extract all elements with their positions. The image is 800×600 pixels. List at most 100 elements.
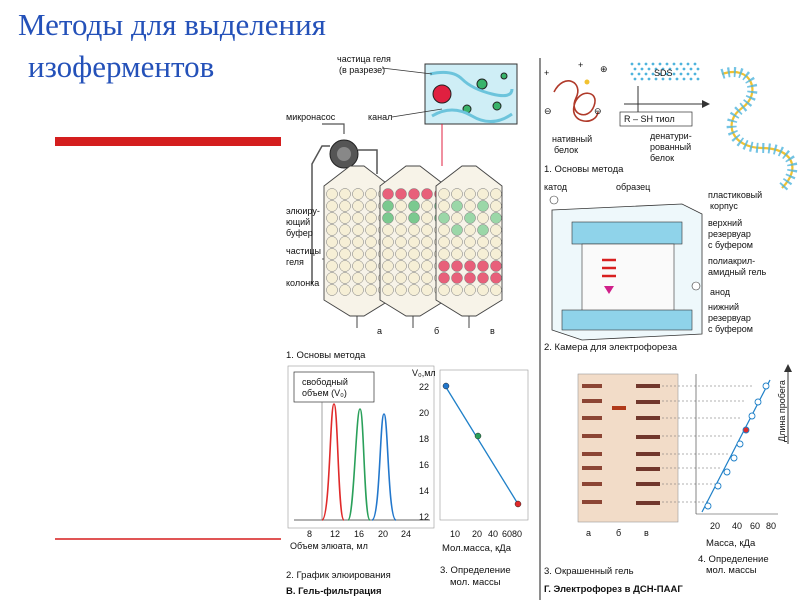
- mass-caption-1: 3. Определение: [440, 565, 511, 576]
- gel-band: [582, 466, 722, 471]
- denatured-label-1: денатури-: [650, 131, 692, 141]
- native-protein-coil: [553, 80, 599, 122]
- gel-filtration-panel: частица геля (в разрезе) канал микронасо…: [286, 54, 529, 597]
- sds-molecules: [630, 62, 700, 81]
- column-label: колонка: [286, 278, 319, 288]
- gel-filtration-section-title: В. Гель-фильтрация: [286, 586, 382, 597]
- gel-band: [582, 452, 728, 456]
- mass-ytick-1: 22: [419, 382, 429, 392]
- sds-page-panel: ++⊕⊖⊖ нативный белок SDS R – SH тиол ден…: [544, 60, 798, 595]
- void-volume-label-1: свободный: [302, 377, 348, 387]
- sds-section-title: Г. Электрофорез в ДСН-ПААГ: [544, 584, 683, 595]
- mass-xtick-1: 10: [450, 529, 460, 539]
- stained-gel: [577, 373, 679, 523]
- sds-mass-point: [742, 426, 750, 434]
- sds-caption-2: 2. Камера для электрофореза: [544, 342, 678, 353]
- mass-xtick-4: 6080: [502, 529, 522, 539]
- title-line-1: Методы для выделения: [18, 7, 326, 42]
- electrophoresis-chamber: [549, 195, 703, 341]
- upper-label-2: резервуар: [708, 229, 751, 239]
- native-label-2: белок: [554, 145, 578, 155]
- channel-label: канал: [368, 112, 392, 122]
- column-letter-v: в: [490, 326, 495, 336]
- peak-blue: [371, 413, 397, 521]
- sds-xtick-4: 80: [766, 521, 776, 531]
- plastic-label-1: пластиковый: [708, 190, 762, 200]
- eluting-buffer-label-2: ющий: [286, 217, 310, 227]
- slide-title: Методы для выделения изоферментов: [18, 4, 326, 88]
- gel-lane-a: а: [586, 528, 591, 538]
- gel-lane-v: в: [644, 528, 649, 538]
- title-line-2: изоферментов: [28, 49, 215, 84]
- red-divider-bar: [55, 137, 281, 146]
- gel-band: [582, 482, 716, 486]
- upper-label-3: с буфером: [708, 240, 753, 250]
- void-volume-box: [293, 371, 375, 403]
- eluting-buffer-label-3: буфер: [286, 228, 313, 238]
- native-label-1: нативный: [552, 134, 592, 144]
- mass-ytick-2: 20: [419, 408, 429, 418]
- gel-band: [582, 434, 734, 439]
- polyacryl-label-2: амидный гель: [708, 267, 766, 277]
- sds-caption-1: 1. Основы метода: [544, 164, 624, 175]
- svg-text:⊕: ⊕: [600, 64, 608, 74]
- svg-text:⊖: ⊖: [544, 106, 552, 116]
- elution-xtick-3: 16: [354, 529, 364, 539]
- elution-xlabel: Объем элюата, мл: [290, 541, 368, 551]
- sds-caption-4-2: мол. массы: [706, 565, 757, 576]
- gel-particle-label-1: частица геля: [337, 54, 391, 64]
- sds-mass-point: [730, 454, 738, 462]
- sds-mass-point: [714, 482, 722, 490]
- denatured-label-2: рованный: [650, 142, 691, 152]
- gel-band: [582, 399, 746, 404]
- upper-label-1: верхний: [708, 218, 742, 228]
- gel-band: [582, 416, 740, 420]
- sds-mass-point: [748, 412, 756, 420]
- chromatography-column: [435, 165, 503, 328]
- svg-text:+: +: [544, 68, 549, 78]
- sds-xtick-2: 40: [732, 521, 742, 531]
- micropump-label: микронасос: [286, 112, 336, 122]
- elution-caption: 2. График элюирования: [286, 570, 391, 581]
- sds-mass-point: [754, 398, 762, 406]
- mass-xtick-3: 40: [488, 529, 498, 539]
- sds-mass-point: [736, 440, 744, 448]
- mass-ylabel: V₀,мл: [412, 368, 436, 378]
- mass-ytick-3: 18: [419, 434, 429, 444]
- elution-xtick-4: 20: [378, 529, 388, 539]
- gel-band: [582, 500, 710, 505]
- gel-band: [582, 384, 752, 388]
- sds-mass-point: [723, 468, 731, 476]
- sds-mass-xlabel: Масса, кДа: [706, 538, 756, 549]
- sds-xtick-3: 60: [750, 521, 760, 531]
- large-molecule: [432, 84, 452, 104]
- cathode-label: катод: [544, 182, 568, 192]
- mass-fit-line: [443, 383, 519, 505]
- sample-label: образец: [616, 182, 650, 192]
- elution-xtick-5: 24: [401, 529, 411, 539]
- lower-label-2: резервуар: [708, 313, 751, 323]
- gel-lane-b: б: [616, 528, 621, 538]
- column-letter-a: а: [377, 326, 382, 336]
- gel-particles-label-2: геля: [286, 257, 304, 267]
- svg-text:⊖: ⊖: [594, 106, 602, 116]
- elution-xtick-2: 12: [330, 529, 340, 539]
- sds-mass-point: [762, 382, 770, 390]
- isoenzyme-methods-figure: частица геля (в разрезе) канал микронасо…: [282, 54, 800, 600]
- polyacryl-label-1: полиакрил-: [708, 256, 755, 266]
- mass-ytick-5: 14: [419, 486, 429, 496]
- mass-xtick-2: 20: [472, 529, 482, 539]
- sds-mass-point: [704, 502, 712, 510]
- void-volume-label-2: объем (V₀): [302, 388, 347, 398]
- anode-label: анод: [710, 287, 731, 297]
- red-divider-line: [55, 538, 281, 540]
- lower-label-3: с буфером: [708, 324, 753, 334]
- eluting-buffer-label-1: элюиру-: [286, 206, 320, 216]
- mass-caption-2: мол. массы: [450, 577, 501, 588]
- gel-caption-1: 1. Основы метода: [286, 350, 366, 361]
- chromatography-column: [379, 165, 447, 328]
- sds-caption-3: 3. Окрашенный гель: [544, 566, 634, 577]
- svg-text:+: +: [578, 60, 583, 70]
- thiol-label: R – SH тиол: [624, 114, 675, 124]
- buffer-tube: [311, 145, 330, 284]
